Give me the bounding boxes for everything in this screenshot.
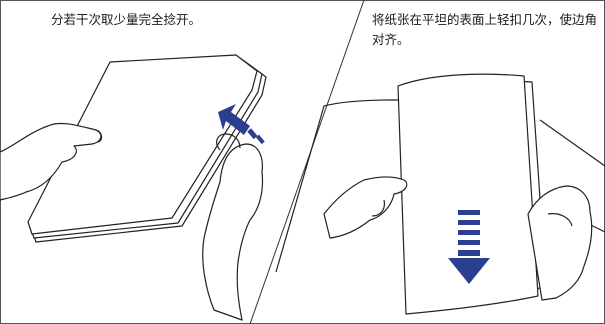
paper-sheet-front-right (397, 73, 539, 315)
tapping-stack-drawing (323, 73, 593, 315)
panel-divider (249, 0, 365, 324)
left-hand (0, 122, 102, 201)
right-hand-right-panel (527, 185, 593, 301)
paper-sheet-front (27, 54, 258, 235)
step-caption-fan: 分若干次取少量完全捻开。 (51, 12, 202, 27)
left-hand-right-panel (323, 176, 408, 239)
tap-down-arrow-icon (448, 210, 490, 284)
fanning-stack-drawing (0, 54, 267, 321)
flick-arrow-icon (218, 104, 265, 145)
right-hand (202, 143, 264, 321)
step-caption-tap: 将纸张在平坦的表面上轻扣几次，使边角对齐。 (372, 12, 598, 47)
